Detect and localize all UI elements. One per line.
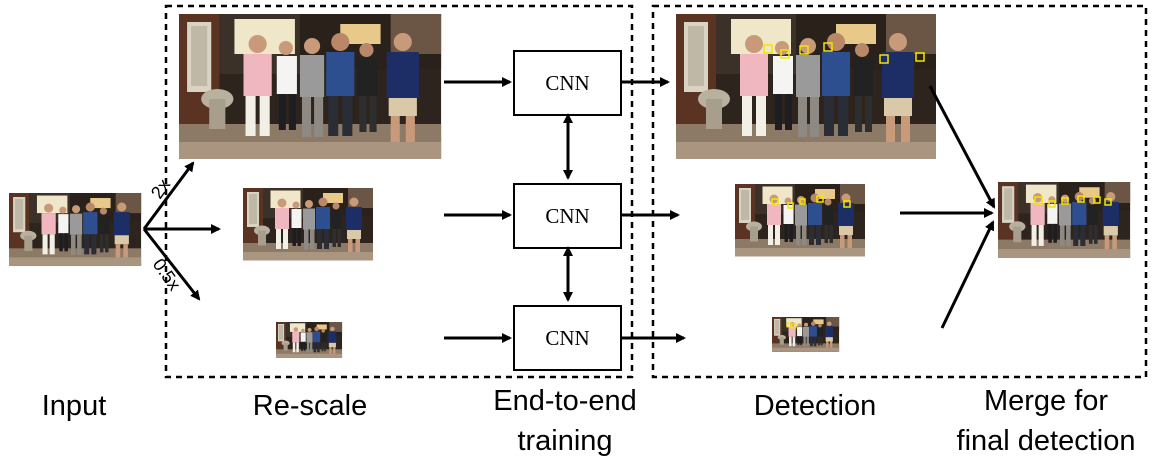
training-dashed-box bbox=[164, 4, 634, 379]
cnn-label-top: CNN bbox=[545, 71, 589, 95]
caption-merge-line2: final detection bbox=[957, 425, 1136, 457]
cnn-label-middle: CNN bbox=[545, 204, 589, 228]
caption-merge-line1: Merge for bbox=[984, 385, 1108, 417]
caption-training-line1: End-to-end bbox=[493, 385, 637, 417]
rescaled-image-2x bbox=[179, 14, 442, 159]
caption-detection: Detection bbox=[754, 390, 877, 422]
cnn-box-top: CNN bbox=[513, 50, 622, 116]
merge-arrow-bottom bbox=[940, 220, 995, 329]
detection-image-0.5x bbox=[772, 317, 840, 352]
cnn-label-bottom: CNN bbox=[545, 326, 589, 350]
final-detection-image bbox=[998, 182, 1131, 258]
cnn-box-bottom: CNN bbox=[513, 305, 622, 371]
scale-down-arrow bbox=[142, 228, 201, 301]
cnn-box-middle: CNN bbox=[513, 183, 622, 249]
caption-training-line2: training bbox=[517, 425, 612, 457]
merge-arrow-top bbox=[928, 85, 996, 209]
scale-up-arrow bbox=[142, 161, 195, 230]
scale-up-label: 2x bbox=[147, 175, 174, 202]
input-image bbox=[9, 193, 142, 266]
caption-input: Input bbox=[42, 390, 107, 422]
detection-dashed-box bbox=[651, 4, 1148, 379]
rescaled-image-0.5x bbox=[276, 322, 343, 358]
detection-image-1x bbox=[735, 184, 865, 257]
caption-rescale: Re-scale bbox=[253, 390, 367, 422]
rescaled-image-1x bbox=[243, 188, 373, 261]
detection-image-2x bbox=[676, 14, 936, 159]
